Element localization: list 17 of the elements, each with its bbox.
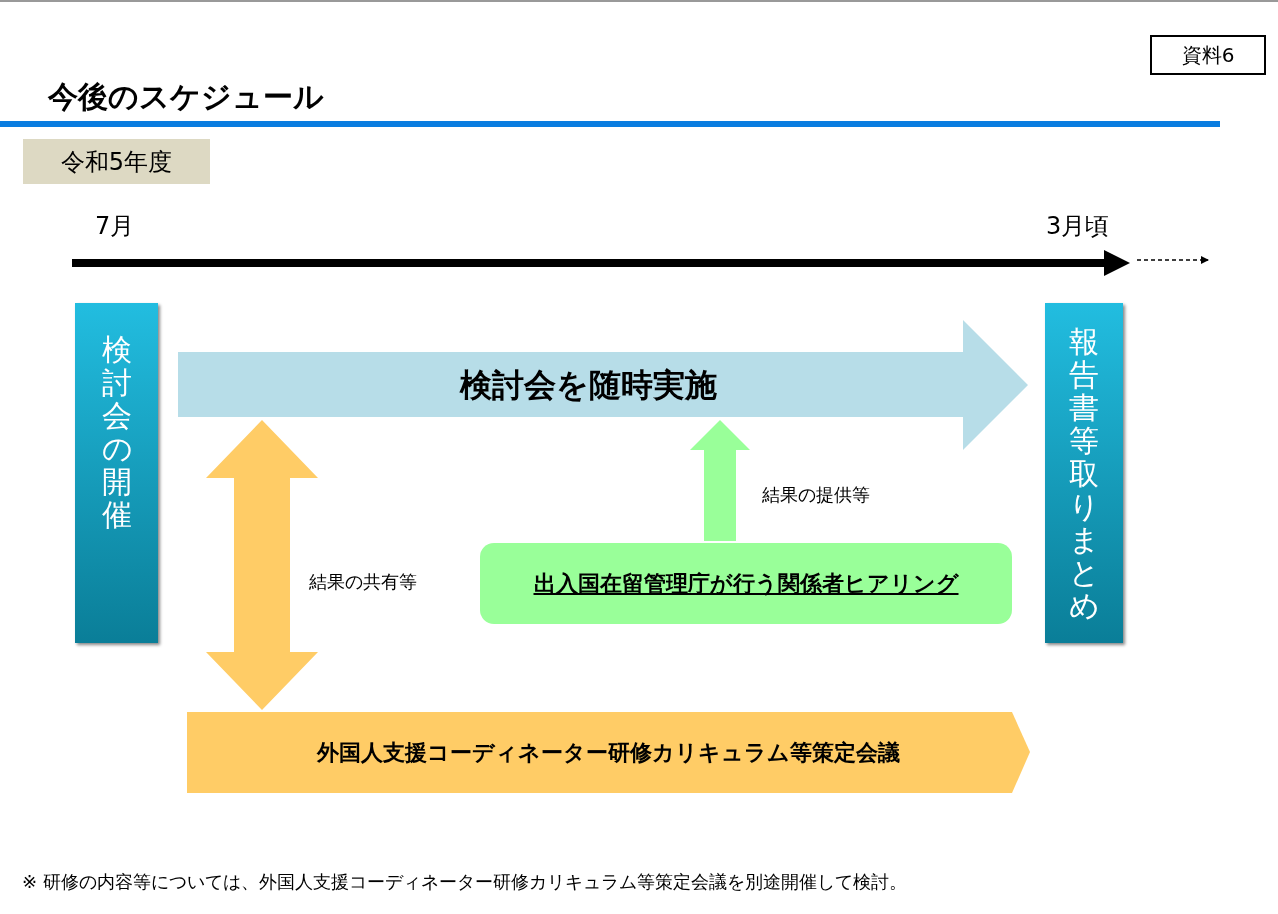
block-arrow — [690, 420, 750, 541]
page-title: 今後のスケジュール — [48, 78, 324, 116]
vertical-stage-box — [75, 303, 158, 643]
footnote: ※ 研修の内容等については、外国人支援コーディネーター研修カリキュラム等策定会議を別途開催して検討。 — [22, 870, 907, 894]
wide-arrow-shape — [178, 320, 1028, 450]
stage-text: 報告書等取りまとめ — [1069, 325, 1099, 625]
fiscal-year-tag: 令和5年度 — [23, 139, 210, 184]
start-month-label: 7月 — [95, 211, 135, 242]
box-text: 出入国在留管理庁が行う関係者ヒアリング — [533, 570, 959, 598]
arrow-text: 検討会を随時実施 — [458, 364, 718, 406]
shape-text: 外国人支援コーディネーター研修カリキュラム等策定会議 — [315, 739, 901, 767]
end-month-label: 3月頃 — [1046, 211, 1110, 242]
stage-text: 検討会の開催 — [101, 333, 132, 534]
block-arrow — [206, 420, 318, 710]
hearing-box — [480, 543, 1012, 624]
document-number: 資料6 — [1150, 35, 1266, 75]
vertical-stage-box — [1045, 303, 1123, 643]
